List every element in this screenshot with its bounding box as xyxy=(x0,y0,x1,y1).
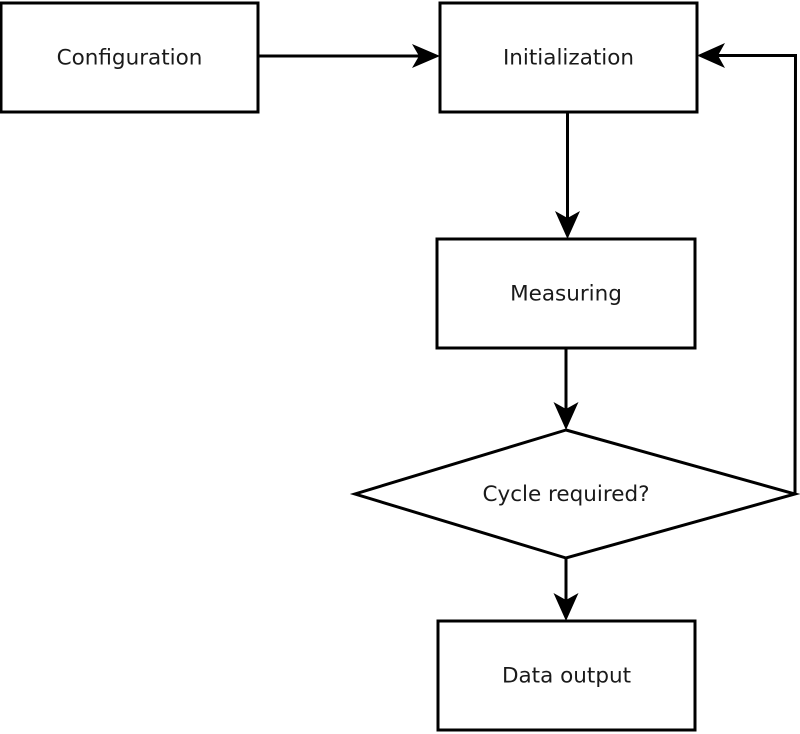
node-measuring[interactable]: Measuring xyxy=(435,237,697,350)
node-configuration[interactable]: Configuration xyxy=(0,1,260,114)
arrowhead-icon xyxy=(553,593,579,621)
arrowhead-icon xyxy=(697,43,725,68)
node-rect xyxy=(435,237,697,350)
arrowhead-icon xyxy=(553,402,579,430)
arrowhead-icon xyxy=(412,44,440,68)
node-label: Data output xyxy=(502,664,631,689)
edge-configuration-to-initialization xyxy=(258,44,440,68)
node-diamond xyxy=(349,428,800,560)
node-data-output[interactable]: Data output xyxy=(436,619,697,732)
node-rect xyxy=(438,1,699,114)
edge-feedback-line xyxy=(712,54,798,495)
arrowhead-icon xyxy=(555,211,580,239)
node-cycle-required[interactable]: Cycle required? xyxy=(349,428,800,560)
node-label: Measuring xyxy=(510,282,622,307)
node-initialization[interactable]: Initialization xyxy=(438,1,699,114)
node-rect xyxy=(0,1,260,114)
node-rect xyxy=(436,619,697,732)
edge-cycle-required-to-initialization xyxy=(697,43,798,495)
edge-measuring-to-cycle-required xyxy=(553,348,579,430)
node-label: Initialization xyxy=(503,46,634,71)
node-label: Configuration xyxy=(57,46,203,71)
edge-cycle-required-to-data-output xyxy=(553,558,579,621)
edge-initialization-to-measuring xyxy=(555,112,580,239)
node-label: Cycle required? xyxy=(482,482,649,507)
